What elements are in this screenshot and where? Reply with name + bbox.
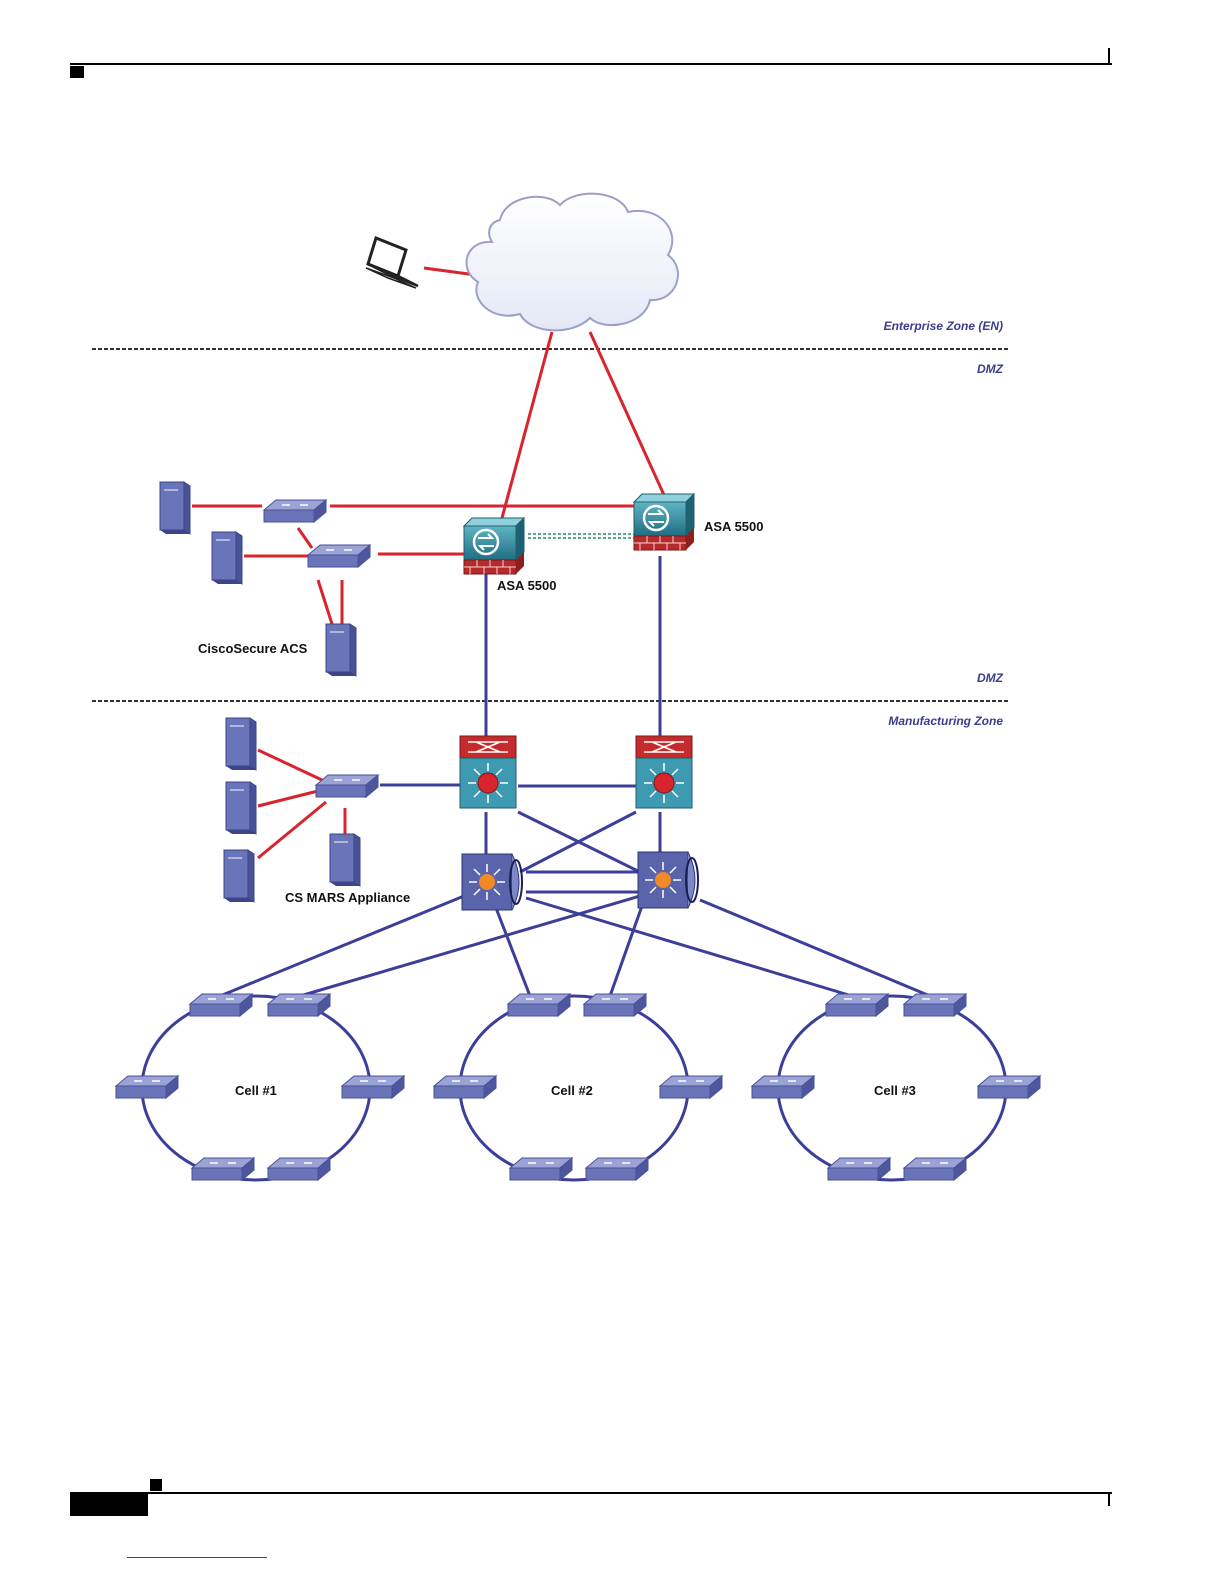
switch-icon [268,1158,330,1180]
link-dist-left-cell3 [526,898,852,996]
distribution-switch-right-icon [638,852,698,908]
server-icon [160,482,190,534]
zone-label-enterprise: Enterprise Zone (EN) [884,319,1003,333]
acs-label: CiscoSecure ACS [198,641,308,656]
link-mars-server3 [258,802,326,858]
zone-label-dmz-top: DMZ [977,362,1004,376]
zone-label-manufacturing: Manufacturing Zone [888,714,1003,728]
distribution-switch-left-icon [462,854,522,910]
zone-label-dmz-bottom: DMZ [977,671,1004,685]
switch-icon [584,994,646,1016]
switch-icon [904,994,966,1016]
asa-right-icon [634,494,694,550]
link-dist-right-cell2 [610,906,642,996]
link-switch1-switch2 [298,528,312,548]
link-dist-left-cell1 [220,896,464,996]
link-switch2-acs-a [318,580,332,624]
cell3-label: Cell #3 [874,1083,916,1098]
core-switch-right-icon [636,736,692,808]
cloud-icon [467,194,679,331]
server-icon [224,850,254,902]
core-switch-left-icon [460,736,516,808]
cell1-label: Cell #1 [235,1083,277,1098]
switch-icon [752,1076,814,1098]
switch-icon [828,1158,890,1180]
switch-icon [660,1076,722,1098]
red-links [192,268,664,858]
link-mars-server2 [258,790,322,806]
link-mars-server1 [258,750,322,780]
link-dist-right-cell1 [300,896,640,996]
switch-icon [434,1076,496,1098]
switch-icon [192,1158,254,1180]
switch-icon [116,1076,178,1098]
switch-icon [308,545,370,567]
switch-icon [342,1076,404,1098]
switch-icon [978,1076,1040,1098]
link-cloud-asa-left [502,332,552,518]
mars-appliance-icon [330,834,360,886]
switch-icon [316,775,378,797]
mars-label: CS MARS Appliance [285,890,410,905]
switch-icon [268,994,330,1016]
asa-right-label: ASA 5500 [704,519,764,534]
link-cloud-asa-right [590,332,664,495]
switch-icon [510,1158,572,1180]
laptop-icon [366,238,418,288]
server-icon [212,532,242,584]
server-icon [226,718,256,770]
switch-icon [508,994,570,1016]
cell2-label: Cell #2 [551,1083,593,1098]
switch-icon [826,994,888,1016]
switch-icon [190,994,252,1016]
switch-icon [586,1158,648,1180]
asa-left-label: ASA 5500 [497,578,557,593]
link-dist-left-cell2 [496,908,530,996]
switch-icon [904,1158,966,1180]
switch-icon [264,500,326,522]
acs-server-icon [326,624,356,676]
asa-left-icon [464,518,524,574]
server-icon [226,782,256,834]
link-dist-right-cell3 [700,900,930,996]
